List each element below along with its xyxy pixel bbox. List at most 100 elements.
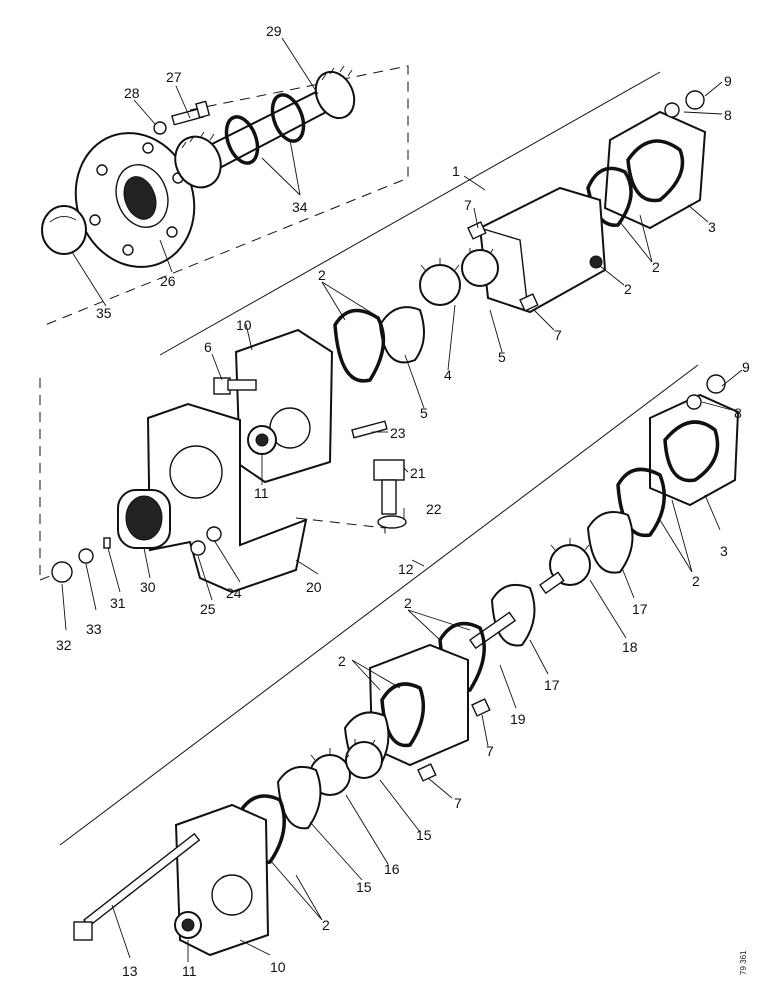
washer-8 [664,102,680,118]
gear-18 [539,538,591,595]
flange-spline-bore [123,176,157,220]
callout-2-upper-port: 2 [624,281,632,297]
callout-18: 18 [622,639,638,655]
callout-7-lower-a: 7 [486,743,494,759]
callout-33: 33 [86,621,102,637]
end-cover-3-lower [649,393,740,507]
cover-kidney-lower [663,420,720,483]
upper-pump [333,90,707,383]
callout-13: 13 [122,963,138,979]
seal-2-upper-left [333,308,386,383]
bolt-21-head [373,459,405,481]
group-outlines [39,65,699,846]
leader-lines [61,37,743,962]
seal-11-lower-core [181,918,195,932]
callout-28: 28 [124,85,140,101]
oring-34b [270,93,306,143]
flange-assembly [41,100,211,268]
bracket-bolt-outline [295,517,386,538]
callout-5-upper-b: 5 [420,405,428,421]
bracket-bore [169,445,223,499]
bolt-27-head [195,100,211,119]
callout-15-lower-a: 15 [416,827,432,843]
flange-hole [89,214,101,226]
oring-34a [224,115,260,165]
dowel-7-upper-a [467,221,487,240]
callout-11-upper: 11 [254,485,269,501]
lower-pump-axis [59,364,699,846]
pump-body-face [479,227,529,311]
mounting-assembly [51,328,407,594]
gear-teeth [321,65,353,81]
callout-32: 32 [56,637,72,653]
callout-7-upper-a: 7 [464,197,472,213]
callout-2-lower-front: 2 [322,917,330,933]
upper-shaft-group-outline [44,65,409,326]
callout-24: 24 [226,585,242,601]
callout-10-lower: 10 [270,959,286,975]
callout-6: 6 [204,339,212,355]
lower-cover-bore [211,874,253,916]
washer-25 [190,540,206,556]
callout-17-lower-a: 17 [632,601,648,617]
callout-15-lower-b: 15 [356,879,372,895]
callout-19: 19 [510,711,526,727]
washer-8-lower [686,394,702,410]
bolt-23 [351,420,388,439]
washer-22 [377,515,407,529]
shaft-19 [469,611,517,650]
callout-9-upper: 9 [724,73,732,89]
dowel-7-lower-b [417,763,437,782]
gear-teeth [181,131,215,149]
callout-26: 26 [160,273,176,289]
callout-3-lower: 3 [720,543,728,559]
bushing-17-lower-right [586,511,634,574]
callout-9-lower: 9 [742,359,750,375]
callout-8-upper: 8 [724,107,732,123]
port-plug-2 [589,255,603,269]
lower-pump [73,374,740,957]
callout-31: 31 [110,595,126,611]
callout-30: 30 [140,579,156,595]
callout-2-upper-seal: 2 [318,267,326,283]
nut-32 [51,561,73,583]
flange-hole [166,226,178,238]
callout-11-lower: 11 [182,963,197,979]
flange-hole [96,164,108,176]
bushing-15-lower-b [276,766,322,830]
drawing-code: 79 361 [739,950,748,975]
callout-22: 22 [426,501,442,517]
cover-kidney-upper [626,139,685,203]
callout-10-upper: 10 [236,317,252,333]
shaft-gear-near [174,135,222,189]
callout-2-upper-cover: 2 [652,259,660,275]
upper-pump-axis [159,71,661,356]
callout-4: 4 [444,367,452,383]
seal-11-upper-core [255,433,269,447]
seal-2-lower-body [380,682,426,748]
callout-12: 12 [398,561,414,577]
stud-nut-9 [685,90,705,110]
callout-8-lower: 8 [734,405,742,421]
callout-21: 21 [410,465,426,481]
key-31 [103,537,111,549]
washer-28 [153,121,167,135]
callout-29: 29 [266,23,282,39]
shaft-gear-far [314,70,356,120]
dowel-7-lower-a [471,698,491,717]
gear-pair-4 [419,248,499,306]
bolt-6-shank [227,379,257,391]
washer-33 [78,548,94,564]
callout-16: 16 [384,861,400,877]
dowel-7-upper-b [519,293,539,312]
callout-2-lower-seal-a: 2 [404,595,412,611]
flange-hole [122,244,134,256]
callout-17-lower-b: 17 [544,677,560,693]
callout-23: 23 [390,425,406,441]
callout-labels: 29 27 28 34 26 35 1 9 8 3 2 2 7 7 5 4 5 … [56,23,750,979]
stud-nut-9-lower [706,374,726,394]
bolt-21-shank [381,479,397,515]
callout-20: 20 [306,579,322,595]
bushing-17-lower-left [490,584,536,647]
callout-35: 35 [96,305,112,321]
